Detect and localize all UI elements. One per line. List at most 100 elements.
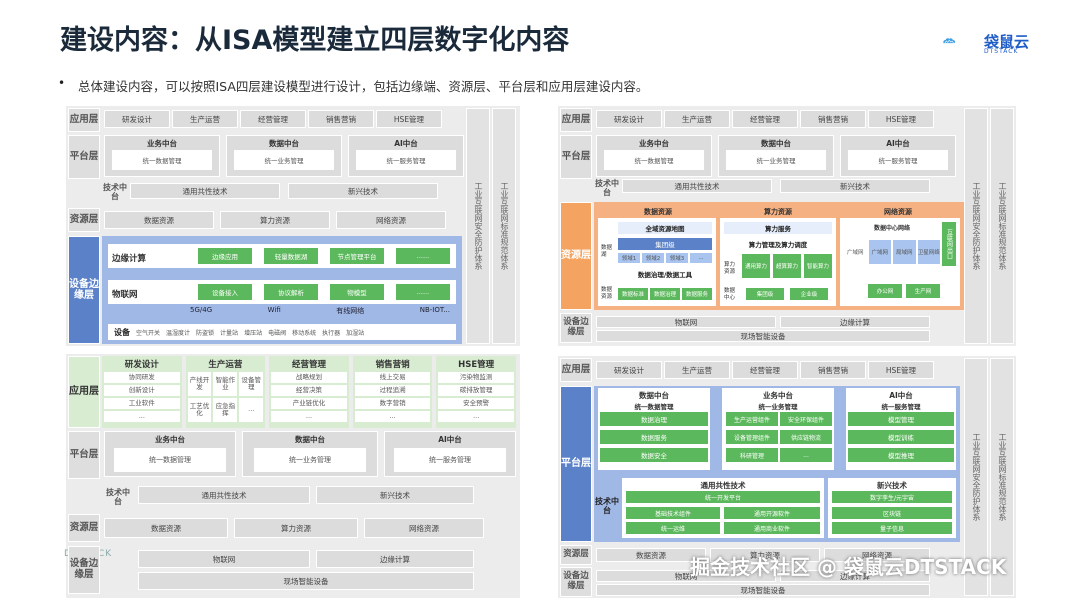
biz-platform-item: 供应链物流 [780,430,832,444]
app-cell: 生产运营 [664,110,730,128]
data-resource-map: 全域资源地图 [618,222,712,234]
compute-type: 超算算力 [773,254,801,278]
app-cell: 经营管理 [240,110,306,128]
green-app-row: 研发设计协同研发创新设计工业软件...生产运营产线开发智能作业设备管理工艺优化应… [102,356,516,428]
tech-cell: 通用共性技术 [138,486,310,504]
app-cell: 研发设计 [596,361,662,379]
platform-item: 统一服务管理 [394,448,506,472]
green-app-item: 工艺优化 [187,398,212,422]
device-item: 防盗锁 [196,329,215,337]
app-cell: HSE管理 [376,110,442,128]
green-app-item: 过程追溯 [354,385,431,396]
tech-cell: 新兴技术 [780,179,930,193]
emerging-tech-item: 量子信息 [832,522,952,534]
iot-label: 物联网 [112,290,138,300]
lan-item: 办公网 [868,284,902,298]
app-cell: 销售营销 [800,110,866,128]
data-platform-item: 数据治理 [600,412,708,426]
platform-item: 统一数据管理 [112,150,212,170]
green-app-item: 数字营销 [354,398,431,409]
watermark: 掘金技术社区 @ 袋鼠云DTSTACK [690,555,1007,579]
iot-item: 协议解析 [264,284,318,300]
layer-label-resource: 资源层 [68,514,100,542]
common-tech-item: 通用商业软件 [724,522,820,534]
iot-item: 设备接入 [198,284,252,300]
security-column: 工业互联网安全防护体系 [964,358,988,596]
compute-row: 通用算力 超算算力 智能算力 [742,254,832,278]
edge-computing-label: 边缘计算 [112,254,147,264]
network-item: Wifi [267,306,281,314]
tech-cell: 通用共性技术 [622,179,772,193]
platform-item: 统一服务管理 [848,150,948,170]
green-app-item: 设备管理 [239,372,264,396]
ai-platform-sub: 统一服务管理 [881,403,921,411]
green-app-name: HSE管理 [458,360,495,370]
layer-label-platform: 平台层 [68,431,100,479]
edge-item: 边缘应用 [198,248,252,264]
green-app-item: ... [104,411,180,422]
device-label: 设备 [114,327,130,337]
green-app-item: ... [354,411,431,422]
network-item: 5G/4G [190,306,213,314]
common-tech-item: 基础技术组件 [626,507,720,519]
app-cell: 经营管理 [732,110,798,128]
device-item: 增压站 [244,329,263,337]
data-platform-name: 数据中台 [639,391,669,400]
app-cell: 销售营销 [308,110,374,128]
layer-label-app: 应用层 [68,356,100,428]
brand-name: 袋鼠云 [984,33,1030,51]
edge-cell: 边缘计算 [780,570,930,582]
edge-cell: 边缘计算 [316,550,474,568]
layer-label-app: 应用层 [560,358,592,382]
green-app-item: 应急指挥 [213,398,238,422]
biz-platform-item: 生产运营组件 [726,412,778,426]
layer-label-tech: 技术中台 [595,496,619,515]
security-column: 工业互联网安全防护体系 [964,108,988,344]
resource-cell: 数据资源 [104,518,228,538]
green-app-items: 线上交易过程追溯数字营销... [354,372,431,422]
data-domain: 领域1 [618,253,640,263]
internet-exit: 互联网出口 [942,222,956,266]
green-app-item: ... [438,411,514,422]
green-app-name: 经营管理 [291,360,326,370]
resbox-title: 数据资源 [644,208,672,216]
edge-item: 轻量数据湖 [264,248,318,264]
edge-item: ...... [396,248,450,264]
platform-item: 统一服务管理 [356,150,456,170]
green-app-items: 战略规划经营决策产业链优化... [271,372,347,422]
layer-label-platform: 平台层 [560,386,592,542]
emerging-tech-item: 数字孪生/元宇宙 [832,491,952,503]
wan-label: 广域网 [844,240,867,264]
iot-item: 物模型 [330,284,384,300]
biz-platform-item: 安全环保组件 [780,412,832,426]
green-app-item: 智能作业 [213,372,238,396]
data-platform-sub: 统一数据管理 [634,403,674,411]
green-app-item: 线上交易 [354,372,431,383]
green-app-item: 协同研发 [104,372,180,383]
biz-platform-name: 业务中台 [763,391,793,400]
green-app-item: 安全预警 [438,398,514,409]
wan-item: 卫星网络 [917,240,940,264]
data-group: 集团级 [618,238,712,250]
green-app-item: 产业链优化 [271,398,347,409]
datacenter-item: 集团级 [746,288,784,300]
network-item: NB-IOT... [419,306,450,314]
tech-cell: 新兴技术 [316,486,474,504]
platform-name: 业务中台 [147,139,177,148]
green-app-item: 创新设计 [104,385,180,396]
layer-label-resource: 资源层 [68,208,100,232]
layer-label-device: 设备边缘层 [560,567,592,597]
layer-label-device: 设备边缘层 [68,546,100,594]
datacenter-label: 数据中心 [724,288,736,301]
green-app-column: 生产运营产线开发智能作业设备管理工艺优化应急指挥... [185,356,266,428]
wan-item: 广域网 [868,240,891,264]
dc-network: 数据中心网络 [873,225,910,232]
green-app-item: 产线开发 [187,372,212,396]
app-cell: 研发设计 [104,110,170,128]
green-app-items: 污染物监测碳排放管理安全预警... [438,372,514,422]
data-domain: ... [690,253,712,263]
resource-cell: 网络资源 [336,211,446,229]
page-title: 建设内容：从ISA模型建立四层数字化内容 [60,25,570,56]
green-app-item: ... [239,398,264,422]
subtitle: 总体建设内容，可以按照ISA四层建设模型进行设计，包括边缘端、资源层、平台层和应… [78,79,649,94]
